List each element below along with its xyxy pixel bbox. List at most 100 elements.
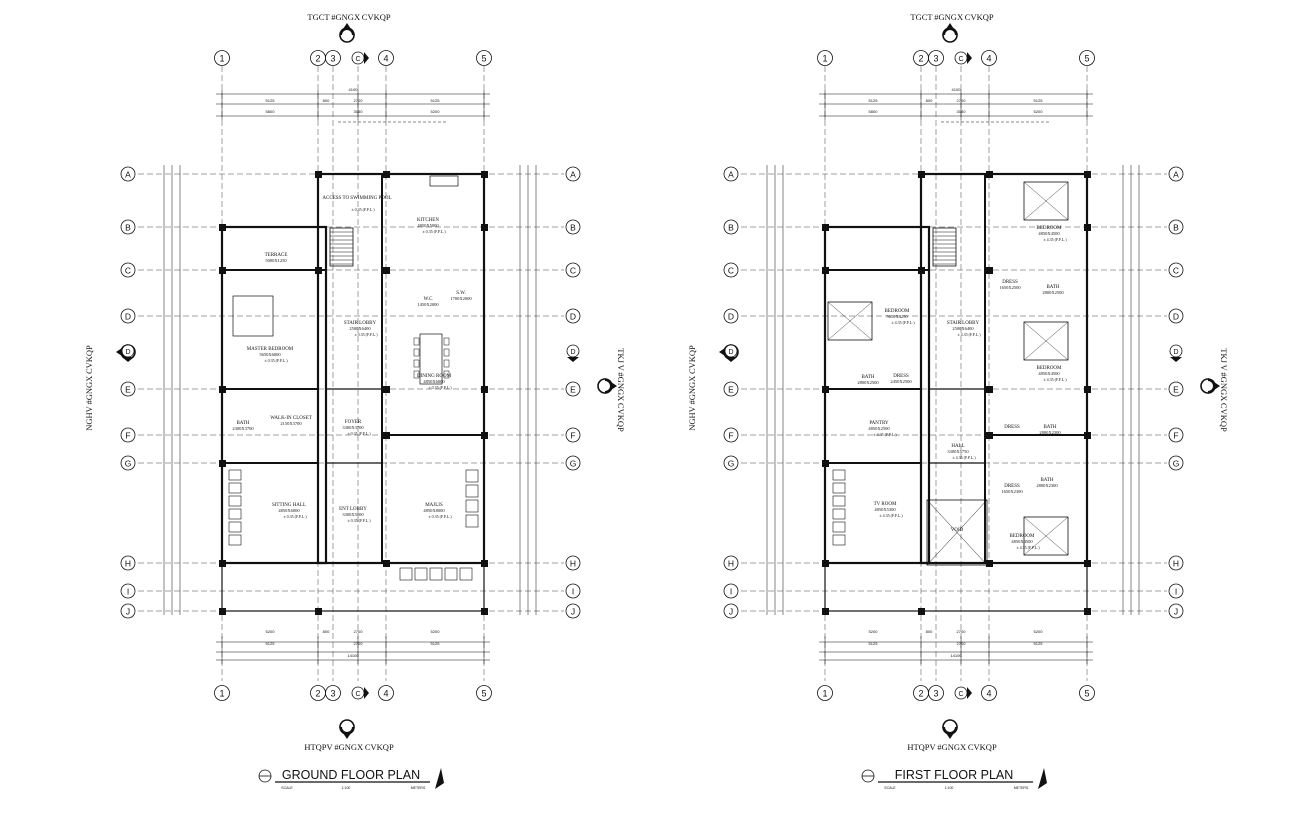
structural-column: [481, 560, 488, 567]
section-d-arrow: [725, 357, 737, 362]
exterior-wall-west-block: [823, 225, 931, 565]
sofa-seat-icon: [832, 482, 846, 494]
bed-icon: [1023, 181, 1069, 221]
grid-bubble-col-label: 3: [933, 54, 938, 64]
structural-column: [822, 560, 829, 567]
grid-bubble-row: [1168, 603, 1184, 619]
grid-bubble-col: [476, 685, 492, 701]
dimension-text: 5125: [869, 641, 879, 646]
grid-bubble-row-label: A: [570, 170, 576, 180]
dining-chair-icon: [443, 337, 450, 346]
grid-bubble-row: [723, 555, 739, 571]
structural-column: [481, 608, 488, 615]
section-d-arrow: [567, 357, 579, 362]
elevation-left-label: NGHV #GNGX CVKQP: [84, 345, 94, 431]
grid-bubble-row: [120, 219, 136, 235]
sofa-seat-icon: [832, 495, 846, 507]
room-name: MASTER BEDROOM: [247, 347, 294, 352]
grid-bubble-row-label: A: [1173, 170, 1179, 180]
grid-bubble-col-label: 1: [822, 689, 827, 699]
grid-bubble-row-label: C: [570, 266, 576, 276]
grid-bubble-row-label: B: [570, 223, 576, 233]
grid-bubble-col-label: 4: [383, 54, 388, 64]
section-marker-arrow: [364, 687, 369, 699]
structural-column: [383, 267, 390, 274]
dining-table-icon: [419, 333, 443, 385]
structural-column: [481, 224, 488, 231]
grid-bubble-row: [120, 603, 136, 619]
elevation-top-label: TGCT #GNGX CVKQP: [307, 12, 390, 22]
room-level: ± 4.35 (F.F.L.): [952, 455, 976, 460]
elevation-marker: [942, 23, 958, 43]
grid-bubble-row-label: J: [571, 607, 575, 617]
grid-bubble-row: [565, 555, 581, 571]
structural-column: [315, 608, 322, 615]
room-name: BATH: [236, 421, 249, 426]
room-level: ± 4.35 (F.F.L.): [1016, 545, 1040, 550]
grid-bubble-row-label: I: [127, 587, 129, 597]
room-level: ± 4.35 (F.F.L.): [873, 432, 897, 437]
dimension-text: 5200: [431, 629, 441, 634]
bed-diagonal: [1023, 181, 1069, 221]
dimension-text: 4100: [952, 87, 962, 92]
room-name: PANTRY: [869, 421, 889, 426]
room-size: 1700X2000: [450, 296, 472, 301]
structural-column: [822, 608, 829, 615]
exterior-wall-west-block: [220, 225, 328, 565]
majlis-seat-icon: [444, 567, 458, 581]
dimension-text: 800: [323, 98, 330, 103]
scale-value: 1:100: [945, 786, 954, 790]
room-name: DRESS: [1004, 425, 1020, 430]
north-arrow-icon: [1038, 768, 1047, 789]
room-size: 2800X2500: [1042, 290, 1064, 295]
grid-bubble-row-label: E: [1173, 385, 1179, 395]
room-label-group: DRESS: [1004, 425, 1020, 430]
room-size: 2800X2500: [857, 380, 879, 385]
majlis-seat-icon: [465, 499, 479, 513]
structural-column: [481, 386, 488, 393]
grid-bubble-col-label: 1: [219, 54, 224, 64]
room-size: 2450X2500: [890, 379, 912, 384]
grid-bubble-row-label: C: [125, 266, 131, 276]
grid-bubble-row-label: B: [1173, 223, 1179, 233]
grid-bubble-row-label: A: [728, 170, 734, 180]
exterior-wall-main: [316, 172, 486, 565]
grid-bubble-row-label: D: [570, 312, 576, 322]
scale-value: 1:100: [342, 786, 351, 790]
room-name: TV ROOM: [874, 502, 897, 507]
grid-bubble-row: [723, 427, 739, 443]
room-size: 4850X5000: [417, 223, 439, 228]
section-d-arrow: [122, 357, 134, 362]
room-name: BATH: [1043, 425, 1056, 430]
room-name: FOYER: [345, 420, 362, 425]
dimension-text: 14100: [347, 653, 359, 658]
grid-bubble-row: [1168, 262, 1184, 278]
grid-bubble-row-label: H: [125, 559, 131, 569]
room-name: BEDROOM: [1036, 226, 1062, 231]
section-d-label: D: [1173, 349, 1178, 356]
majlis-seat-icon: [465, 469, 479, 483]
grid-bubble-col-label: 5: [481, 689, 486, 699]
dining-chair-icon: [413, 348, 420, 357]
elevation-marker-inner: [600, 381, 610, 391]
room-name: ACCESS TO SWIMMING POOL: [322, 196, 391, 201]
grid-bubble-col: [1079, 50, 1095, 66]
dimension-text: 5200: [266, 629, 276, 634]
grid-bubble-col: [325, 50, 341, 66]
room-size: 5000X1250: [265, 258, 287, 263]
sofa-seat-icon: [228, 508, 242, 520]
room-name: BEDROOM: [1036, 366, 1062, 371]
north-arrow-icon: [435, 768, 444, 789]
grid-bubble-row-label: D: [1173, 312, 1179, 322]
room-name: TERRACE: [265, 253, 288, 258]
elevation-top-label: TGCT #GNGX CVKQP: [910, 12, 993, 22]
room-level: ± 4.35 (F.F.L.): [1043, 237, 1067, 242]
structural-column: [1084, 224, 1091, 231]
